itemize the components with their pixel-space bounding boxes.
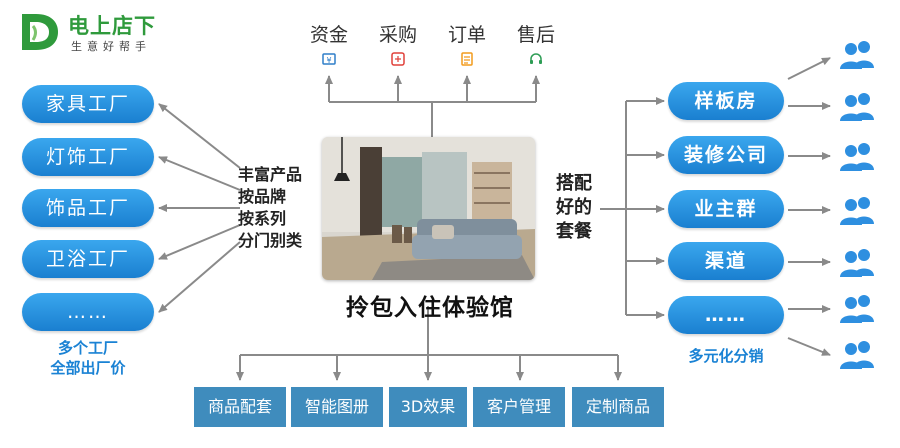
- top-function-label: 售后: [516, 24, 555, 46]
- factory-pill-more: ……: [22, 293, 154, 331]
- people-icon: [840, 197, 874, 225]
- factories-description: 丰富产品 按品牌 按系列 分门别类: [238, 164, 302, 252]
- logo-d-mark: [22, 14, 58, 50]
- factory-label: 饰品工厂: [45, 197, 130, 219]
- feature-box-catalog: 智能图册: [291, 387, 383, 427]
- channel-pill-decoration-company: 装修公司: [668, 136, 784, 174]
- center-title: 拎包入住体验馆: [346, 295, 514, 321]
- channel-pill-owner-group: 业主群: [668, 190, 784, 228]
- channel-label: ……: [705, 304, 747, 326]
- money-icon: ¥: [322, 53, 336, 65]
- factories-caption: 多个工厂 全部出厂价: [22, 338, 154, 378]
- top-function-label: 订单: [447, 24, 486, 46]
- package-description-line: 好的: [556, 197, 592, 218]
- factory-label: 灯饰工厂: [45, 146, 130, 168]
- people-icon: [840, 143, 874, 171]
- svg-text:¥: ¥: [326, 56, 331, 65]
- order-clipboard-icon: [461, 52, 473, 66]
- channel-label: 业主群: [694, 198, 758, 220]
- people-icon: [840, 93, 874, 121]
- factory-label: ……: [67, 301, 109, 323]
- factory-pill-lighting: 灯饰工厂: [22, 138, 154, 176]
- factories-caption-line: 多个工厂: [57, 339, 118, 357]
- factories-description-line: 按品牌: [238, 187, 287, 206]
- feature-box-custom: 定制商品: [572, 387, 664, 427]
- people-icon: [840, 341, 874, 369]
- factories-description-line: 分门别类: [238, 231, 303, 250]
- channel-pill-more: ……: [668, 296, 784, 334]
- headset-icon: [530, 53, 542, 64]
- feature-box-matching: 商品配套: [194, 387, 286, 427]
- channel-pill-showroom: 样板房: [668, 82, 784, 120]
- channel-pill-channels: 渠道: [668, 242, 784, 280]
- package-description: 搭配 好的 套餐: [556, 172, 592, 244]
- top-function-purchase: 采购: [366, 20, 430, 67]
- feature-box-3d: 3D效果: [389, 387, 467, 427]
- logo-subtitle: 生意好帮手: [71, 40, 151, 53]
- package-description-line: 搭配: [556, 173, 592, 194]
- living-room-illustration: [322, 137, 535, 280]
- top-function-funds: 资金 ¥: [297, 20, 361, 67]
- factories-description-line: 丰富产品: [238, 165, 303, 184]
- purchase-stamp-icon: [391, 52, 405, 66]
- top-function-aftersales: 售后: [504, 20, 568, 67]
- package-description-line: 套餐: [556, 221, 592, 242]
- factory-label: 卫浴工厂: [45, 248, 130, 270]
- top-function-label: 采购: [378, 24, 417, 46]
- channel-label: 样板房: [694, 90, 758, 112]
- people-icon: [840, 249, 874, 277]
- brand-logo: 电上店下 生意好帮手: [18, 8, 198, 56]
- top-function-orders: 订单: [435, 20, 499, 67]
- factory-label: 家具工厂: [45, 93, 130, 115]
- channels-caption: 多元化分销: [688, 347, 764, 365]
- factory-pill-furniture: 家具工厂: [22, 85, 154, 123]
- factory-pill-decor: 饰品工厂: [22, 189, 154, 227]
- people-icon: [840, 41, 874, 69]
- living-room-photo: [322, 137, 535, 280]
- channel-label: 渠道: [704, 250, 747, 272]
- people-icon: [840, 295, 874, 323]
- feature-box-crm: 客户管理: [473, 387, 565, 427]
- channel-label: 装修公司: [683, 144, 768, 166]
- factory-pill-bathroom: 卫浴工厂: [22, 240, 154, 278]
- factories-description-line: 按系列: [238, 209, 287, 228]
- top-function-label: 资金: [309, 24, 348, 46]
- factories-caption-line: 全部出厂价: [50, 359, 126, 377]
- logo-title: 电上店下: [68, 14, 156, 38]
